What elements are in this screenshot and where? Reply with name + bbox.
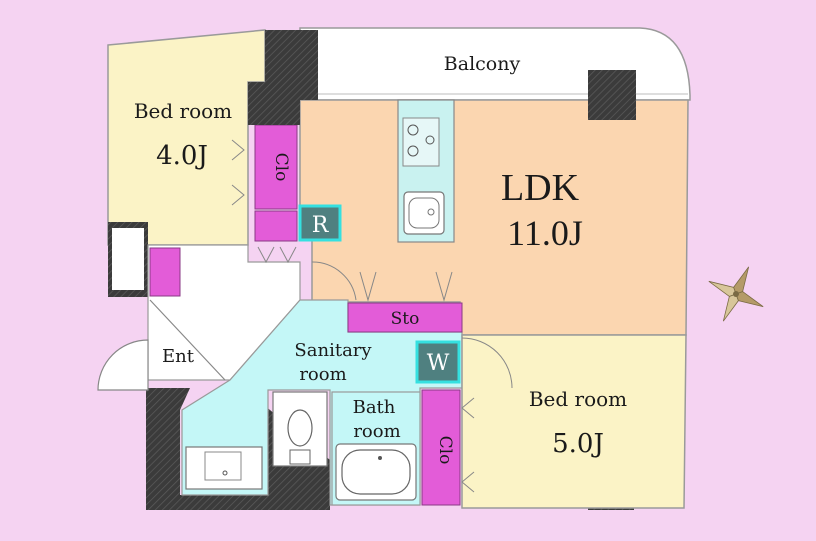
bedroom-se-name: Bed room [529, 387, 627, 411]
washbasin-icon [185, 446, 263, 490]
refrigerator-label: R [312, 213, 330, 238]
sink-icon [403, 191, 445, 235]
sto-label: Sto [391, 309, 420, 329]
entrance-label: Ent [162, 346, 195, 367]
entrance: Ent [97, 244, 301, 391]
closet-nw-label: Clo [271, 153, 291, 182]
bath-label-1: Bath [353, 397, 396, 418]
bath-label-2: room [353, 421, 400, 442]
washer-label: W [427, 351, 450, 376]
closet-se-label: Clo [435, 436, 455, 465]
sanitary-label-1: Sanitary [294, 340, 372, 361]
ldk-size: 11.0J [507, 213, 583, 253]
bedroom-se: Bed room 5.0J [461, 334, 687, 509]
sanitary-label-2: room [299, 364, 346, 385]
balcony-label: Balcony [444, 53, 521, 75]
compass-rose-icon [708, 266, 764, 322]
bedroom-nw-size: 4.0J [156, 141, 208, 171]
washer-marker: W [415, 340, 461, 384]
toilet-icon [272, 391, 328, 467]
ldk: LDK 11.0J [299, 99, 689, 336]
bath-room: Bath room [331, 391, 421, 506]
closet-nw: Clo [254, 124, 298, 242]
ldk-name: LDK [501, 167, 580, 209]
stove-icon [407, 124, 435, 157]
door-swings [231, 139, 475, 493]
bathtub-icon [335, 443, 417, 501]
bedroom-nw-name: Bed room [134, 99, 232, 123]
kitchen-counter [397, 99, 455, 243]
bedroom-nw: Bed room 4.0J [107, 29, 266, 246]
closet-se: Clo [421, 389, 461, 506]
storage-sto: Sto [347, 302, 463, 333]
bedroom-se-size: 5.0J [552, 429, 604, 459]
refrigerator-marker: R [298, 204, 342, 242]
